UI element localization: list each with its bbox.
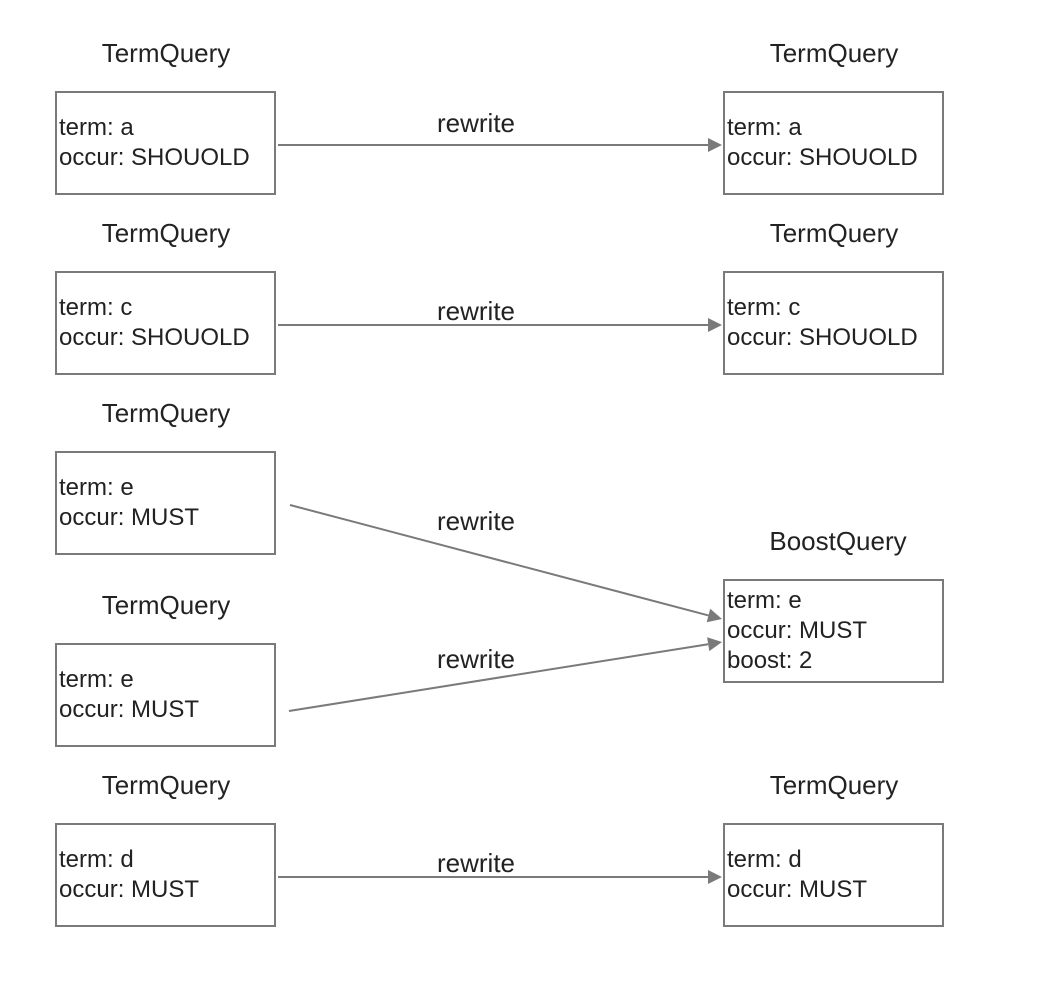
- query-node-box: term: e occur: MUST: [55, 643, 276, 747]
- node-field-line: occur: MUST: [59, 696, 200, 723]
- node-field-line: term: d: [59, 846, 134, 873]
- query-node-box: term: a occur: SHOUOLD: [723, 91, 944, 195]
- node-title: TermQuery: [101, 398, 231, 428]
- node-title: TermQuery: [101, 770, 231, 800]
- arrowhead-icon: [708, 318, 722, 332]
- node-field-line: boost: 2: [727, 647, 813, 674]
- node-title: TermQuery: [769, 38, 899, 68]
- query-node-box: term: e occur: MUST boost: 2: [723, 579, 944, 683]
- arrowhead-icon: [708, 138, 722, 152]
- rewrite-edge-label: rewrite: [436, 296, 516, 326]
- node-field-line: term: c: [59, 294, 133, 321]
- node-title: TermQuery: [101, 38, 231, 68]
- query-node-box: term: a occur: SHOUOLD: [55, 91, 276, 195]
- node-title: TermQuery: [769, 770, 899, 800]
- rewrite-edge-label: rewrite: [436, 506, 516, 536]
- node-title: BoostQuery: [769, 526, 907, 556]
- arrowhead-icon: [707, 637, 722, 652]
- node-title: TermQuery: [101, 590, 231, 620]
- node-field-line: term: e: [727, 587, 802, 614]
- node-field-line: term: e: [59, 474, 134, 501]
- node-field-line: occur: SHOUOLD: [727, 144, 918, 171]
- node-field-line: occur: MUST: [727, 876, 868, 903]
- node-field-line: occur: SHOUOLD: [59, 324, 250, 351]
- arrowhead-icon: [706, 608, 722, 623]
- node-field-line: occur: MUST: [727, 617, 868, 644]
- query-node-box: term: e occur: MUST: [55, 451, 276, 555]
- query-node-box: term: d occur: MUST: [723, 823, 944, 927]
- node-field-line: occur: SHOUOLD: [727, 324, 918, 351]
- node-field-line: term: a: [727, 114, 802, 141]
- query-node-box: term: c occur: SHOUOLD: [55, 271, 276, 375]
- node-field-line: term: d: [727, 846, 802, 873]
- rewrite-edge-label: rewrite: [436, 644, 516, 674]
- rewrite-edge-line: [288, 643, 709, 712]
- query-node-box: term: d occur: MUST: [55, 823, 276, 927]
- arrowhead-icon: [708, 870, 722, 884]
- node-field-line: occur: SHOUOLD: [59, 144, 250, 171]
- rewrite-edge-label: rewrite: [436, 108, 516, 138]
- node-title: TermQuery: [101, 218, 231, 248]
- node-field-line: term: c: [727, 294, 801, 321]
- node-field-line: occur: MUST: [59, 876, 200, 903]
- node-field-line: term: e: [59, 666, 134, 693]
- node-title: TermQuery: [769, 218, 899, 248]
- rewrite-edge-label: rewrite: [436, 848, 516, 878]
- node-field-line: occur: MUST: [59, 504, 200, 531]
- rewrite-edge-line: [289, 504, 709, 617]
- query-node-box: term: c occur: SHOUOLD: [723, 271, 944, 375]
- node-field-line: term: a: [59, 114, 134, 141]
